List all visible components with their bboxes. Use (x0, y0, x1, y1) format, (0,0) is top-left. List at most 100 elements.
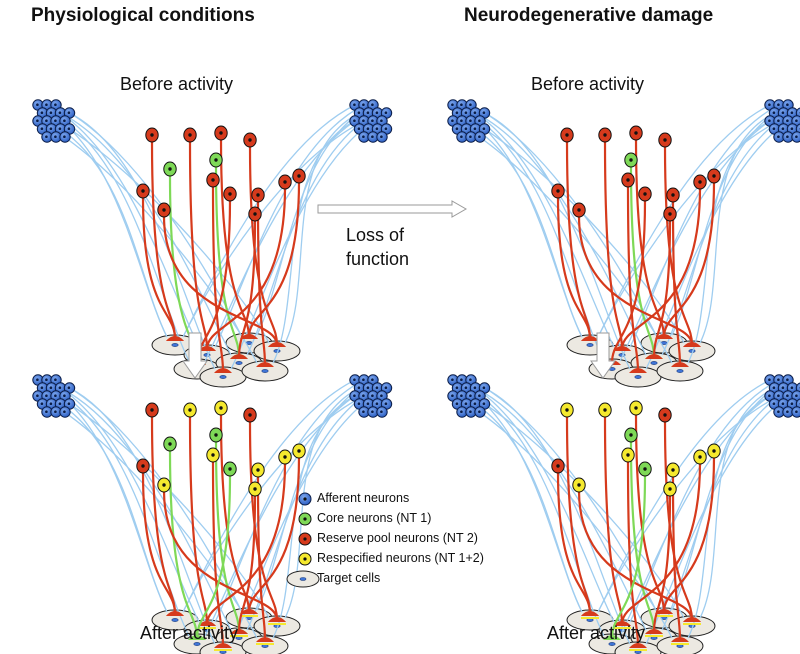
terminal (645, 354, 663, 359)
afferent-nucleus (366, 111, 370, 114)
neurite (610, 199, 647, 364)
afferent-nucleus (58, 127, 62, 130)
afferent-nucleus (67, 402, 71, 406)
afferent-nucleus (768, 103, 771, 106)
neurite (556, 471, 592, 615)
afferent-nucleus (786, 394, 789, 398)
afferent-nucleus (40, 402, 44, 406)
afferent-nucleus (36, 394, 39, 398)
terminal (613, 621, 631, 626)
legend-afferent-label: Afferent neurons (317, 491, 410, 505)
afferent-nucleus (380, 394, 383, 398)
afferent-axon (629, 379, 780, 623)
afferent-nucleus (49, 402, 53, 406)
neuron-nucleus (626, 178, 630, 182)
legend-nucleus (303, 517, 307, 521)
afferent-nucleus (469, 394, 472, 398)
afferent-nucleus (451, 378, 454, 382)
afferent-nucleus (380, 410, 383, 414)
afferent-nucleus (366, 386, 370, 390)
neurite (195, 474, 232, 639)
afferent-axon (466, 387, 605, 637)
afferent-nucleus (371, 394, 374, 398)
neurite (662, 181, 716, 338)
afferent-nucleus (786, 378, 789, 382)
neurite (237, 219, 257, 358)
afferent-nucleus (473, 402, 477, 406)
neurite (577, 490, 694, 621)
afferent-nucleus (54, 119, 57, 122)
neurite (211, 460, 225, 647)
neuron-nucleus (188, 133, 192, 137)
afferent-nucleus (795, 119, 798, 122)
legend-respecified-label: Respecified neurons (NT 1+2) (317, 551, 484, 565)
afferent-nucleus (473, 386, 477, 390)
neurite (577, 215, 694, 346)
afferent-nucleus (371, 119, 374, 122)
neuron-nucleus (150, 408, 154, 412)
neurite (168, 449, 199, 639)
terminal (683, 617, 701, 622)
afferent-nucleus (40, 386, 44, 390)
neuron-nucleus (712, 449, 716, 453)
neuron-nucleus (556, 189, 560, 193)
terminal (581, 611, 599, 616)
afferent-nucleus (451, 394, 454, 398)
afferent-axon (461, 120, 583, 338)
afferent-axon (457, 387, 685, 619)
afferent-nucleus (790, 386, 794, 390)
neuron-nucleus (162, 483, 166, 487)
terminal (645, 629, 663, 634)
afferent-axon (46, 120, 168, 338)
panel-phys-before-neurons (32, 99, 393, 222)
neurite (247, 181, 301, 338)
neurite (556, 196, 592, 340)
afferent-axon (461, 379, 615, 623)
neurite (634, 413, 666, 613)
afferent-nucleus (455, 402, 459, 406)
afferent-nucleus (772, 402, 776, 406)
terminal (655, 609, 673, 614)
afferent-nucleus (777, 394, 780, 398)
legend-target-label: Target cells (317, 571, 381, 585)
terminal (629, 643, 647, 648)
label-neuro-after: After activity (547, 623, 646, 643)
afferent-nucleus (353, 119, 356, 122)
label-phys-before: Before activity (120, 74, 234, 94)
neurite (626, 460, 640, 647)
afferent-nucleus (63, 394, 66, 398)
afferent-nucleus (58, 402, 62, 406)
neuron-nucleus (228, 192, 232, 196)
neuron-nucleus (253, 212, 257, 216)
neurite (671, 200, 682, 366)
neuron-nucleus (297, 449, 301, 453)
target-cell-nucleus (235, 361, 243, 365)
target-cell-nucleus (193, 642, 201, 646)
afferent-nucleus (375, 127, 379, 130)
afferent-nucleus (455, 111, 459, 114)
afferent-nucleus (464, 386, 468, 390)
neurite (634, 138, 666, 338)
neuron-nucleus (248, 413, 252, 417)
afferent-nucleus (464, 111, 468, 114)
panel-neuro-before-axons (452, 104, 800, 373)
neuron-nucleus (671, 193, 675, 197)
afferent-cluster (447, 99, 491, 143)
afferent-nucleus (781, 127, 785, 130)
afferent-nucleus (478, 410, 481, 414)
neurite (141, 196, 177, 340)
neuron-nucleus (214, 433, 218, 437)
label-phys-after: After activity (140, 623, 239, 643)
afferent-axon (60, 387, 232, 631)
afferent-nucleus (384, 386, 388, 390)
afferent-nucleus (371, 378, 374, 382)
afferent-axon (214, 379, 365, 623)
panel-neuro-after-targets (566, 607, 716, 654)
afferent-nucleus (54, 135, 57, 138)
panel-neuro-before-neurons (447, 99, 800, 222)
afferent-nucleus (795, 135, 798, 138)
neuron-nucleus (248, 138, 252, 142)
neuron-nucleus (712, 174, 716, 178)
neuron-nucleus (253, 487, 257, 491)
